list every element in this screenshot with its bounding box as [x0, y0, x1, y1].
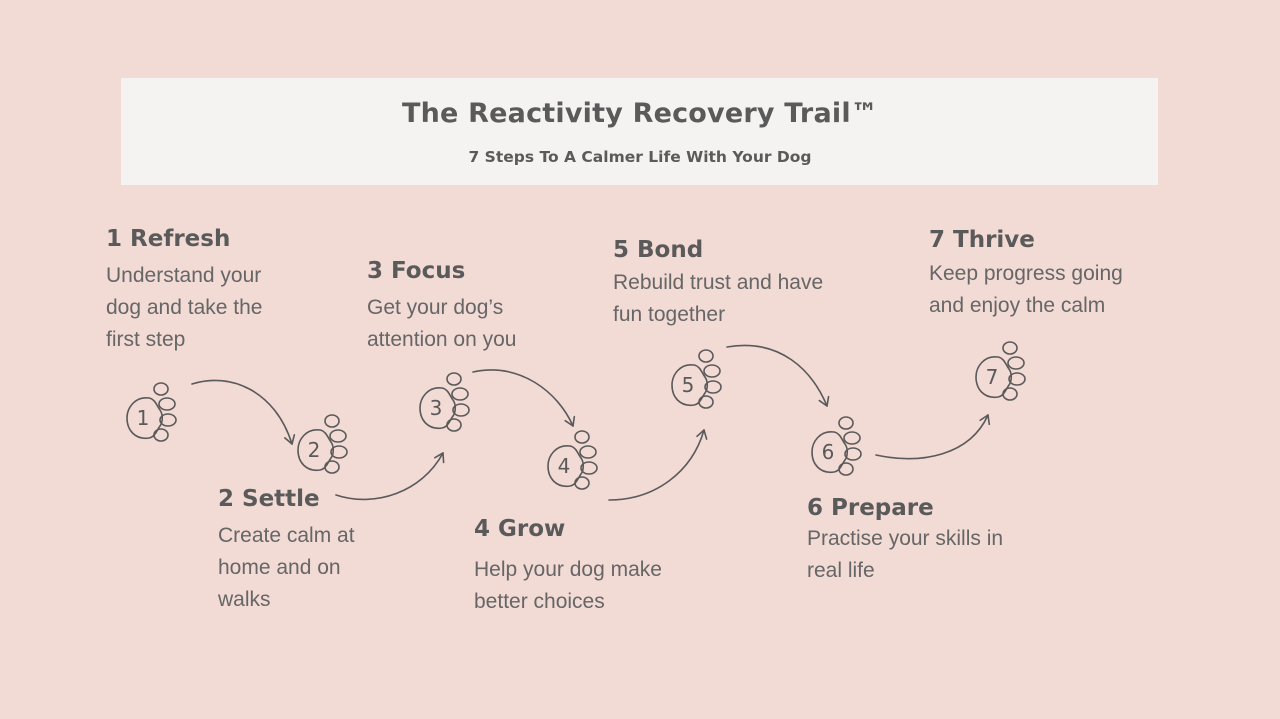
- curved-arrow-icon: [875, 414, 991, 460]
- page-subtitle: 7 Steps To A Calmer Life With Your Dog: [468, 148, 812, 166]
- paw-number: 2: [308, 438, 321, 462]
- step-title: 1 Refresh: [106, 226, 231, 252]
- step-title: 3 Focus: [367, 258, 466, 284]
- step-desc-line: first step: [106, 328, 186, 351]
- paw-number: 6: [822, 440, 835, 464]
- step-desc-line: better choices: [474, 590, 605, 613]
- step-desc-line: Rebuild trust and have: [613, 271, 824, 294]
- step-desc-line: Keep progress going: [929, 262, 1123, 285]
- step-desc-line: Help your dog make: [474, 558, 662, 581]
- step-title: 6 Prepare: [807, 495, 934, 521]
- page-title: The Reactivity Recovery Trail™: [402, 98, 878, 129]
- step-6: 6 Prepare Practise your skills in real l…: [807, 495, 1003, 587]
- step-desc-line: Understand your: [106, 264, 262, 287]
- paw-number: 5: [682, 373, 695, 397]
- curved-arrow-icon: [472, 369, 576, 427]
- title-banner: [121, 78, 1158, 185]
- paw-print-icon: 7: [975, 341, 1026, 401]
- step-desc-line: home and on: [218, 556, 341, 579]
- step-desc-line: attention on you: [367, 328, 517, 351]
- step-desc-line: walks: [218, 588, 271, 611]
- curved-arrow-icon: [608, 429, 708, 501]
- curved-arrow-icon: [726, 344, 830, 407]
- step-7: 7 Thrive Keep progress going and enjoy t…: [929, 227, 1123, 322]
- step-1: 1 Refresh Understand your dog and take t…: [106, 226, 262, 356]
- step-desc-line: fun together: [613, 303, 726, 326]
- paw-print-icon: 2: [297, 414, 348, 474]
- step-title: 7 Thrive: [929, 227, 1035, 253]
- step-title: 2 Settle: [218, 486, 320, 512]
- step-desc-line: Get your dog’s: [367, 296, 504, 319]
- paw-number: 3: [430, 396, 443, 420]
- paw-number: 7: [986, 365, 999, 389]
- paw-print-icon: 3: [419, 372, 470, 432]
- paw-number: 1: [137, 406, 150, 430]
- curved-arrow-icon: [335, 452, 445, 501]
- paw-print-icon: 5: [671, 349, 722, 409]
- paw-number: 4: [558, 454, 571, 478]
- curved-arrow-icon: [191, 379, 296, 445]
- step-title: 4 Grow: [474, 516, 566, 542]
- step-desc-line: real life: [807, 559, 875, 582]
- step-2: 2 Settle Create calm at home and on walk…: [218, 486, 355, 616]
- step-desc-line: Practise your skills in: [807, 527, 1004, 550]
- step-title: 5 Bond: [613, 237, 704, 263]
- step-desc-line: Create calm at: [218, 524, 355, 547]
- step-desc-line: and enjoy the calm: [929, 294, 1106, 317]
- step-5: 5 Bond Rebuild trust and have fun togeth…: [613, 237, 823, 331]
- step-3: 3 Focus Get your dog’s attention on you: [367, 258, 516, 356]
- step-4: 4 Grow Help your dog make better choices: [474, 516, 662, 618]
- paw-print-icon: 4: [547, 430, 598, 490]
- paw-print-icon: 1: [126, 382, 177, 442]
- step-desc-line: dog and take the: [106, 296, 263, 319]
- paw-print-icon: 6: [811, 416, 862, 476]
